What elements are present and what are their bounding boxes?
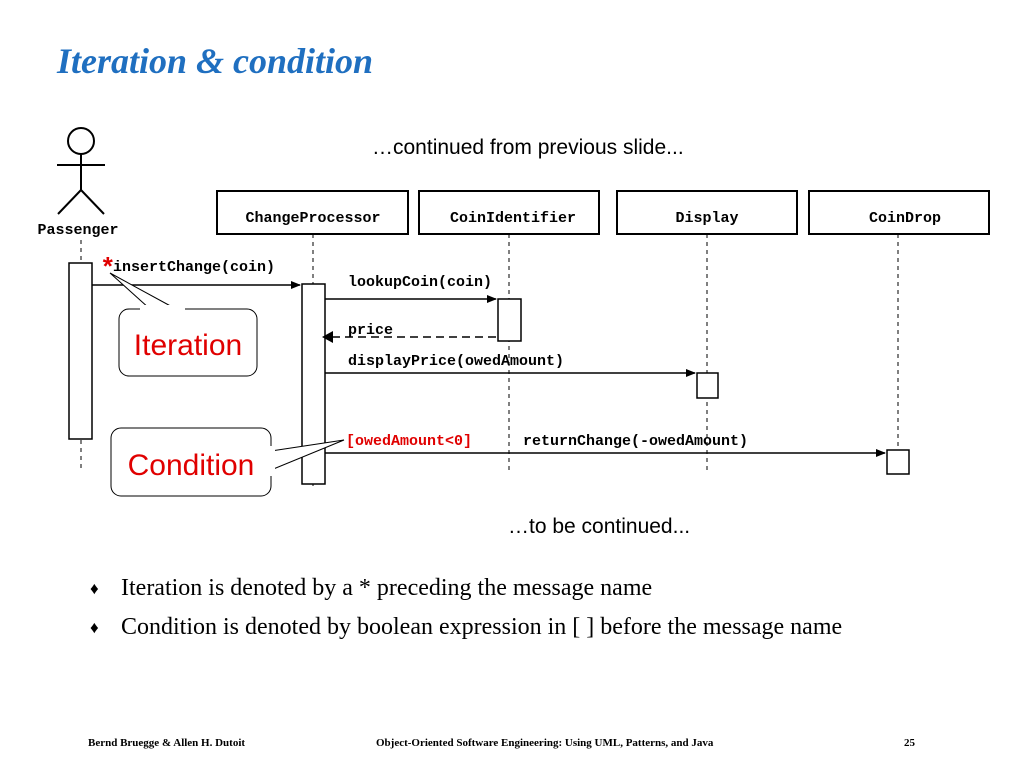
- diamond-bullet-icon: ♦: [90, 618, 99, 637]
- message-label-insert-change: insertChange(coin): [113, 259, 275, 276]
- passenger-actor-icon: [57, 127, 105, 215]
- message-label-display-price: displayPrice(owedAmount): [348, 353, 564, 370]
- callout-iteration-box: [118, 308, 258, 377]
- bullet-item: ♦ Condition is denoted by boolean expres…: [90, 613, 930, 642]
- object-label-display: Display: [675, 210, 738, 227]
- message-label-return-change: returnChange(-owedAmount): [523, 433, 748, 450]
- object-box-coindrop: [808, 190, 990, 235]
- object-box-changeprocessor: [216, 190, 409, 235]
- message-price-arrowhead: [322, 331, 333, 343]
- object-box-coinidentifier: [418, 190, 600, 235]
- object-label-changeprocessor: ChangeProcessor: [245, 210, 380, 227]
- continued-note: …continued from previous slide...: [372, 136, 684, 159]
- activation-changeprocessor: [301, 283, 326, 485]
- object-box-display: [616, 190, 798, 235]
- iteration-star-mark: *: [100, 254, 116, 284]
- bullet-item: ♦ Iteration is denoted by a * preceding …: [90, 574, 930, 603]
- bullet-list: ♦ Iteration is denoted by a * preceding …: [90, 574, 930, 652]
- footer-page-number: 25: [904, 737, 915, 749]
- slide-title: Iteration & condition: [57, 41, 374, 81]
- object-label-coinidentifier: CoinIdentifier: [450, 210, 576, 227]
- bullet-text: Condition is denoted by boolean expressi…: [121, 614, 843, 640]
- message-guard-condition: [owedAmount<0]: [346, 433, 472, 450]
- activation-display: [696, 372, 719, 399]
- sequence-diagram: Passenger ChangeProcessor CoinIdentifier…: [37, 127, 990, 497]
- object-label-coindrop: CoinDrop: [869, 210, 941, 227]
- callout-iteration-pointer: [109, 272, 177, 310]
- callout-iteration-label: Iteration: [134, 329, 242, 362]
- activation-coindrop: [886, 449, 910, 475]
- callout-condition-label: Condition: [128, 449, 255, 482]
- activation-coinidentifier: [497, 298, 522, 342]
- message-label-lookup-coin: lookupCoin(coin): [348, 274, 492, 291]
- footer-authors: Bernd Bruegge & Allen H. Dutoit: [88, 737, 246, 749]
- to-be-continued-note: …to be continued...: [508, 515, 691, 538]
- message-label-price: price: [348, 322, 393, 339]
- activation-passenger: [68, 262, 93, 440]
- footer-book-title: Object-Oriented Software Engineering: Us…: [376, 737, 714, 749]
- actor-label-passenger: Passenger: [37, 222, 118, 239]
- bullet-text: Iteration is denoted by a * preceding th…: [121, 575, 653, 601]
- diamond-bullet-icon: ♦: [90, 579, 99, 598]
